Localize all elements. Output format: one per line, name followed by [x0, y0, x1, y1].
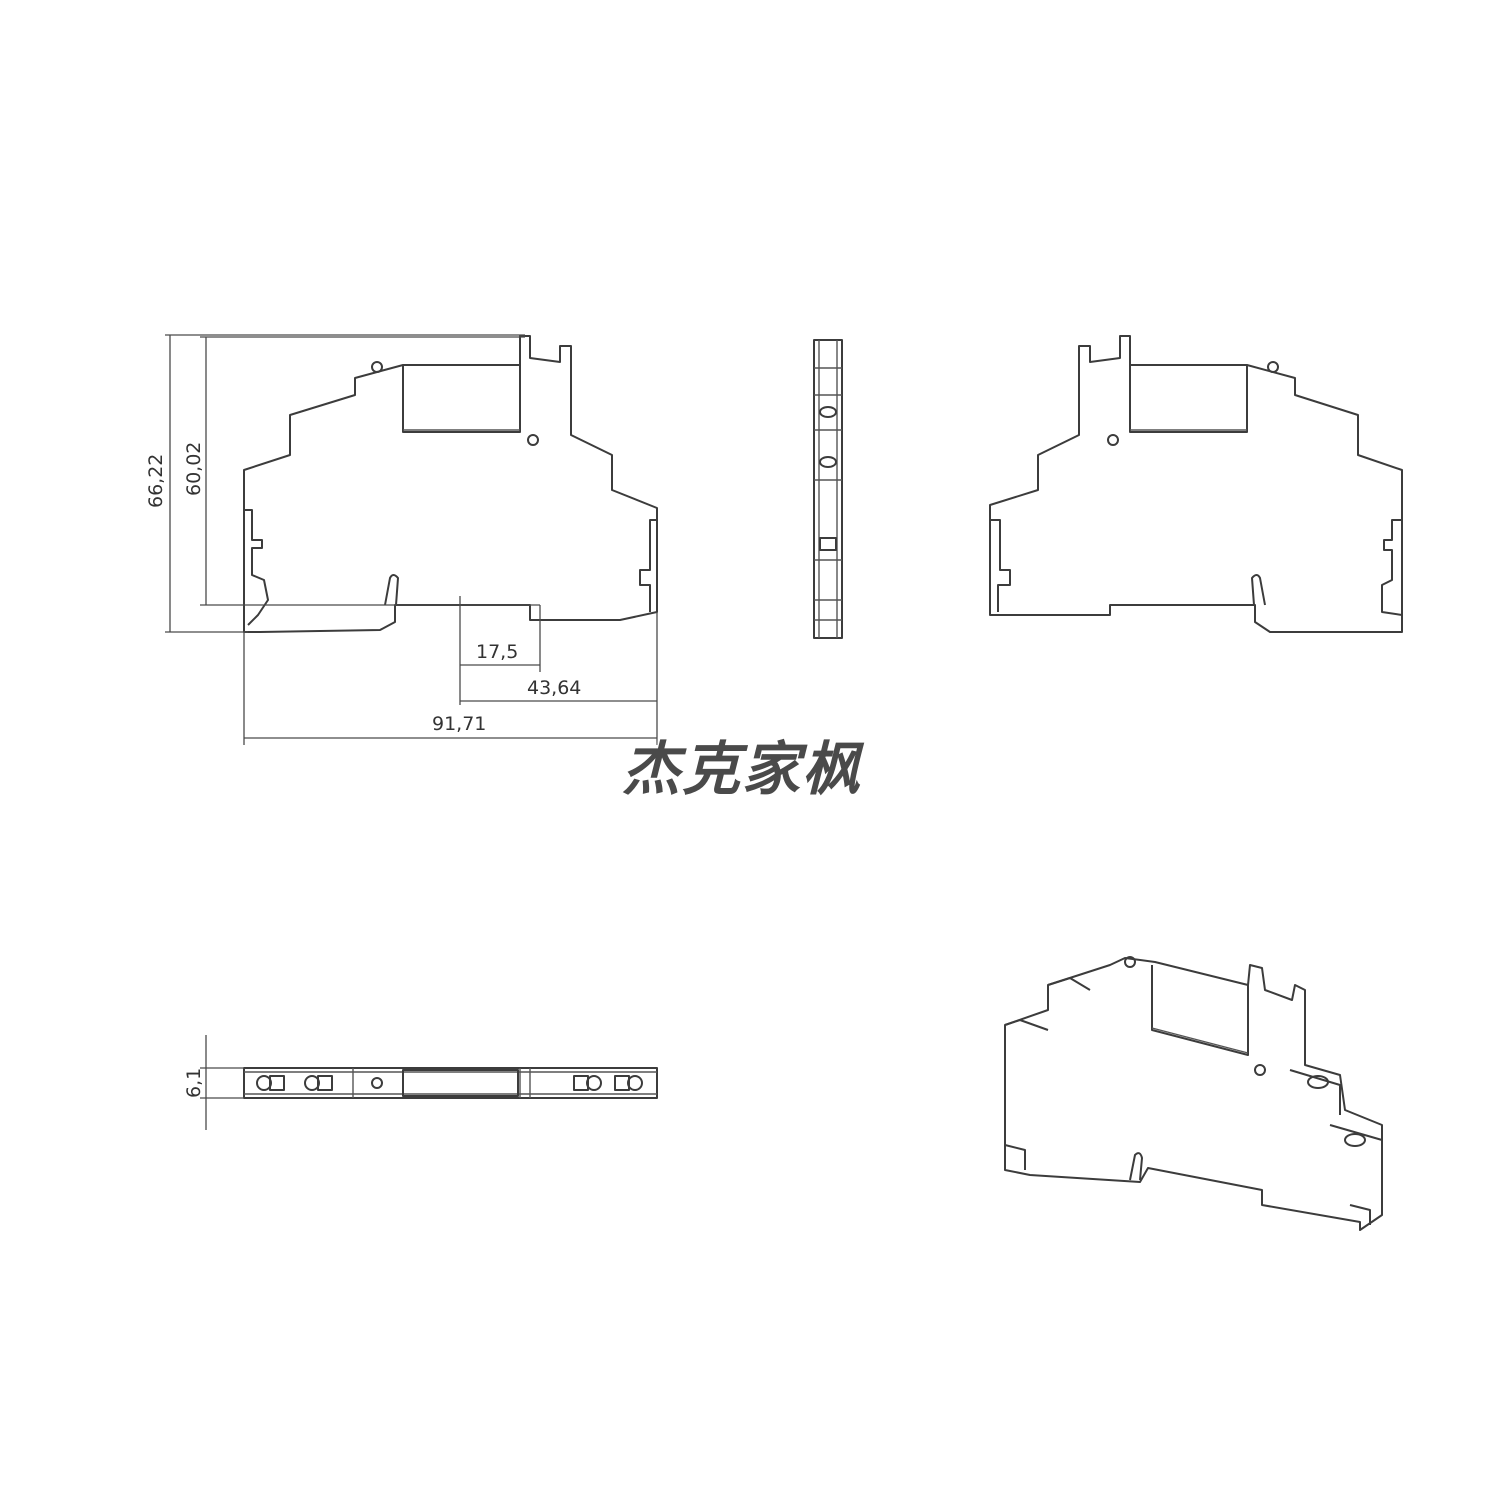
dim-body-height: 60,02: [183, 442, 205, 496]
watermark-text: 杰克家枫: [622, 735, 863, 803]
dim-half-width: 43,64: [527, 677, 581, 699]
rear-view: [989, 335, 1403, 633]
front-view: 66,22 60,02 17,5 43,64 91,71: [145, 334, 658, 745]
side-view: [813, 339, 843, 639]
dim-overall-height: 66,22: [145, 454, 167, 508]
dim-rail-offset: 17,5: [476, 641, 518, 663]
top-view-outline: [243, 1067, 658, 1099]
isometric-view: [1004, 956, 1383, 1231]
iso-outline: [1004, 957, 1383, 1231]
front-test-hole: [527, 434, 539, 446]
dim-thickness: 6,1: [183, 1068, 205, 1098]
side-view-outline: [813, 339, 843, 639]
front-view-outline: [243, 335, 658, 633]
front-top-pin: [371, 361, 383, 373]
dim-overall-width: 91,71: [432, 713, 486, 735]
front-relay-block: [402, 365, 521, 433]
top-view: 6,1: [183, 1035, 658, 1130]
rear-view-outline: [989, 335, 1403, 633]
